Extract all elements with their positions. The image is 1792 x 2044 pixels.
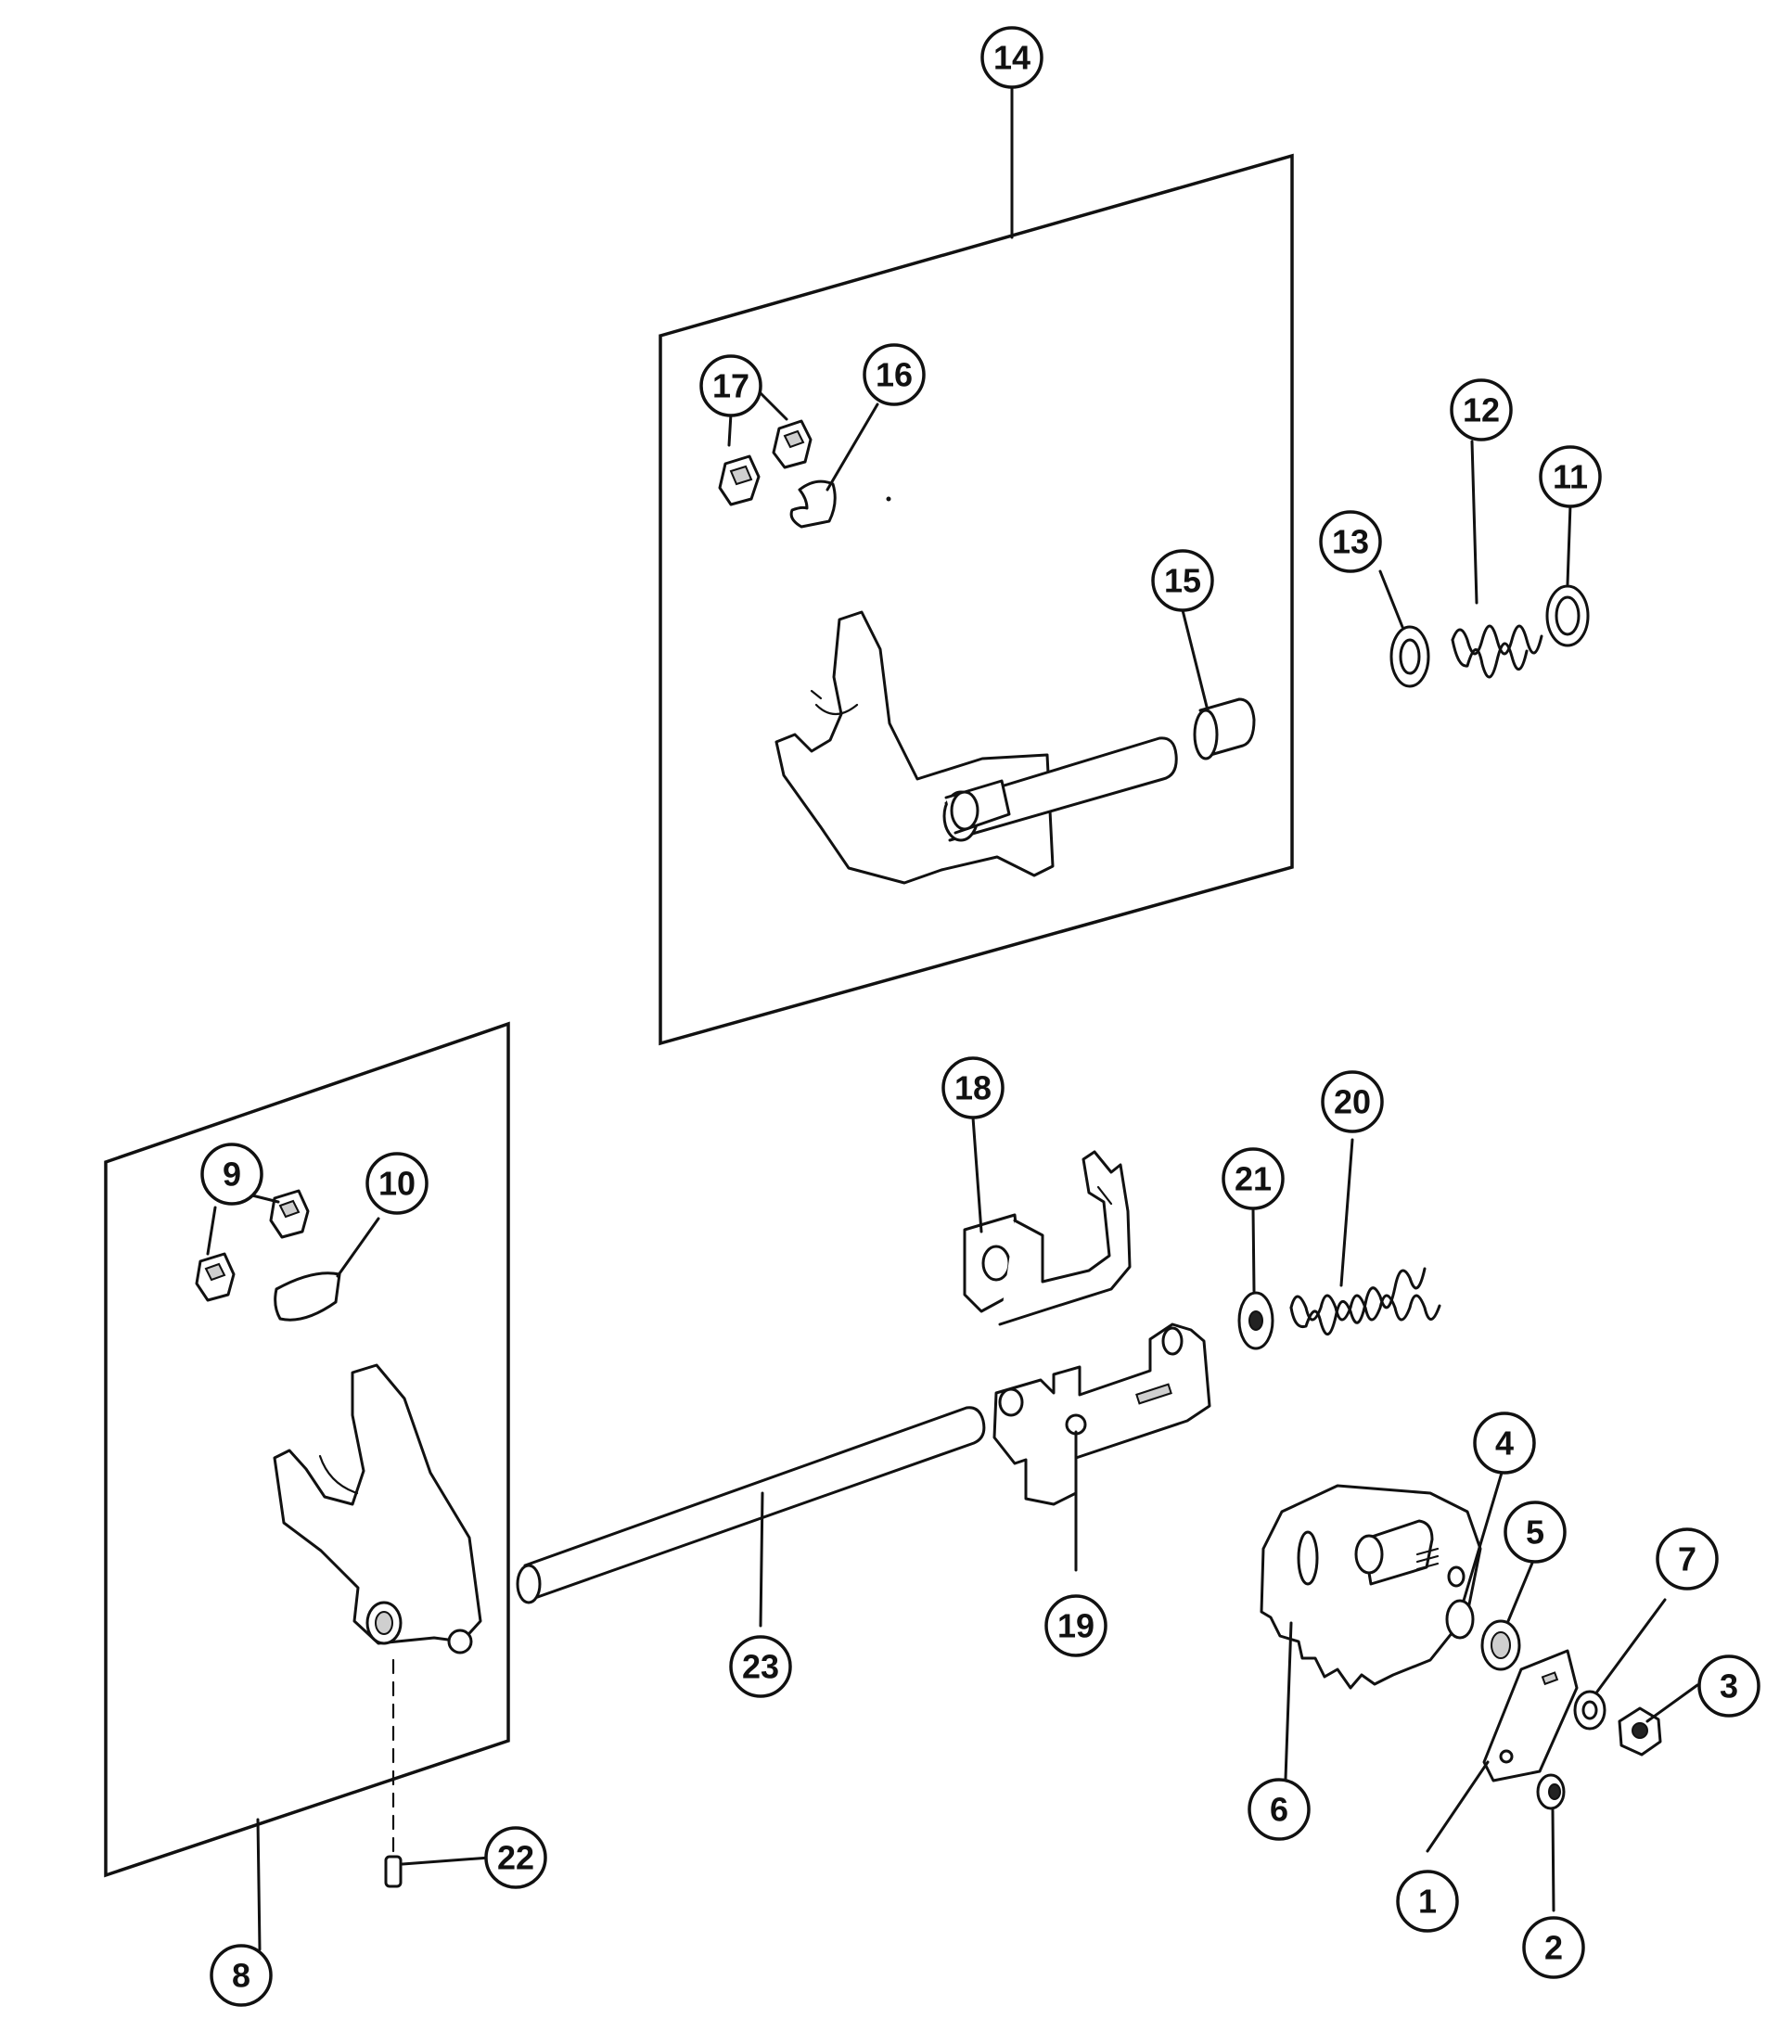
svg-text:17: 17 <box>712 367 749 405</box>
panel-8-assembly <box>104 1021 510 1888</box>
shift-fork-part-8 <box>273 1363 482 1654</box>
svg-text:20: 20 <box>1334 1083 1371 1121</box>
svg-text:8: 8 <box>232 1957 250 1995</box>
callouts: 14 17 16 15 13 12 11 9 10 18 20 21 19 23… <box>200 26 1760 2007</box>
svg-text:4: 4 <box>1495 1424 1514 1463</box>
svg-text:11: 11 <box>1553 458 1588 496</box>
svg-text:9: 9 <box>223 1156 241 1194</box>
spring-part-20 <box>1289 1267 1441 1335</box>
shift-rail-part-23 <box>516 1406 986 1604</box>
shift-fork-assembly-14 <box>774 610 1178 885</box>
callout-7: 7 <box>1656 1527 1719 1590</box>
callout-4: 4 <box>1473 1412 1536 1475</box>
panel-14-assembly <box>659 153 1294 1046</box>
callout-2: 2 <box>1522 1916 1585 1979</box>
svg-text:6: 6 <box>1270 1791 1288 1829</box>
pin-part-22 <box>384 1855 403 1888</box>
callout-21: 21 <box>1222 1147 1285 1210</box>
svg-text:15: 15 <box>1164 562 1201 600</box>
callout-1: 1 <box>1396 1870 1459 1933</box>
ring-part-11 <box>1545 584 1590 647</box>
callout-16: 16 <box>863 343 926 406</box>
bushing-part-5 <box>1480 1619 1521 1671</box>
svg-text:12: 12 <box>1463 391 1500 429</box>
callout-10: 10 <box>365 1152 429 1215</box>
callout-15: 15 <box>1151 549 1214 612</box>
callout-5: 5 <box>1504 1501 1567 1564</box>
svg-text:14: 14 <box>993 39 1030 77</box>
svg-text:3: 3 <box>1720 1667 1738 1705</box>
leader-lines <box>206 85 1699 1951</box>
svg-text:10: 10 <box>378 1165 416 1203</box>
nut-part-2 <box>1536 1773 1566 1810</box>
svg-text:2: 2 <box>1544 1929 1563 1967</box>
snap-ring-part-4 <box>1445 1599 1475 1640</box>
svg-text:1: 1 <box>1418 1883 1437 1921</box>
sector-gear-part-6 <box>1260 1484 1482 1690</box>
selector-plate-part-19 <box>992 1322 1211 1506</box>
washer-part-13 <box>1389 625 1430 688</box>
washer-part-21 <box>1237 1291 1274 1350</box>
svg-text:22: 22 <box>497 1839 534 1877</box>
svg-text:13: 13 <box>1332 523 1369 561</box>
callout-17: 17 <box>699 354 762 417</box>
bushing-part-15 <box>1193 697 1256 760</box>
callout-13: 13 <box>1319 510 1382 573</box>
callout-12: 12 <box>1450 378 1513 441</box>
svg-text:16: 16 <box>876 356 913 394</box>
svg-text:18: 18 <box>954 1069 992 1107</box>
washer-part-7 <box>1573 1690 1606 1731</box>
callout-3: 3 <box>1697 1654 1760 1718</box>
callout-11: 11 <box>1539 445 1602 508</box>
svg-text:21: 21 <box>1235 1160 1272 1198</box>
bracket-part-18 <box>963 1150 1132 1326</box>
callout-14: 14 <box>980 26 1043 89</box>
callout-8: 8 <box>210 1944 273 2007</box>
svg-text:7: 7 <box>1678 1540 1696 1578</box>
callout-18: 18 <box>941 1056 1005 1119</box>
svg-text:23: 23 <box>742 1648 779 1686</box>
shoe-part-10 <box>274 1271 341 1322</box>
callout-22: 22 <box>484 1826 547 1889</box>
clip-part-9 <box>195 1189 310 1302</box>
callout-20: 20 <box>1321 1070 1384 1133</box>
callout-6: 6 <box>1248 1778 1311 1841</box>
spring-part-12 <box>1451 624 1543 679</box>
panel-8 <box>104 1021 510 1878</box>
svg-text:19: 19 <box>1057 1607 1094 1645</box>
clip-part-17 <box>718 419 813 506</box>
callout-19: 19 <box>1044 1594 1107 1657</box>
callout-23: 23 <box>729 1635 792 1698</box>
lever-part-1 <box>1482 1649 1579 1782</box>
callout-9: 9 <box>200 1143 263 1206</box>
svg-text:5: 5 <box>1526 1514 1544 1552</box>
